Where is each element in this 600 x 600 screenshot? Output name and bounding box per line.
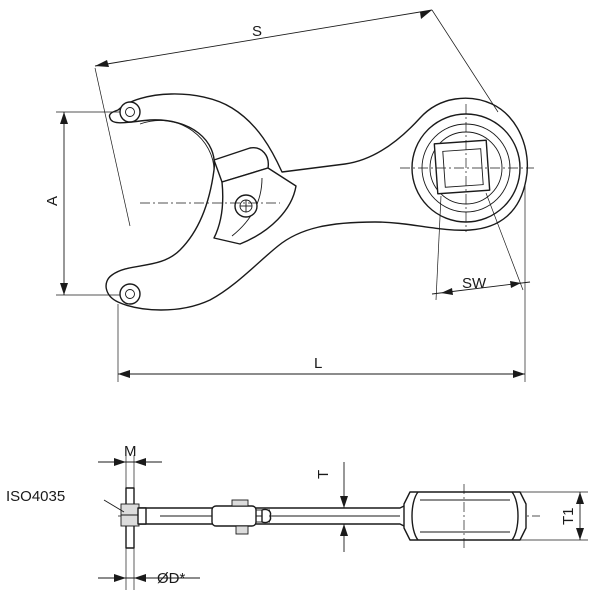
dim-t1: T1	[520, 491, 588, 541]
iso4035-callout: ISO4035	[6, 488, 125, 513]
dim-t-label: T	[315, 470, 332, 479]
dim-l-label: L	[314, 355, 322, 372]
side-pivot-icon	[211, 499, 272, 535]
side-ring-icon	[403, 484, 527, 550]
dim-m-label: M	[124, 443, 137, 460]
dim-d: ØD*	[98, 548, 200, 590]
pivot-screw-icon	[234, 194, 258, 218]
top-view: S A SW L	[44, 9, 534, 382]
bottom-pin-icon	[119, 283, 141, 305]
dim-t1-label: T1	[560, 507, 577, 525]
hook-inner-edge	[139, 120, 215, 173]
dim-sw-label: SW	[462, 275, 487, 292]
dim-s-label: S	[252, 23, 262, 40]
side-view: M ISO4035 ØD* T	[6, 443, 588, 590]
dim-a: A	[44, 111, 120, 296]
dim-sw: SW	[431, 192, 531, 301]
square-drive-ring	[400, 104, 534, 232]
square-drive-icon	[433, 139, 491, 195]
dim-s: S	[94, 9, 499, 227]
dim-d-label: ØD*	[157, 570, 186, 587]
dim-m: M	[98, 443, 162, 500]
dim-t: T	[315, 462, 358, 552]
dim-a-label: A	[44, 196, 61, 206]
top-pin-icon	[119, 101, 141, 123]
dim-l: L	[117, 186, 526, 382]
iso4035-label: ISO4035	[6, 488, 65, 505]
side-pin-icon	[120, 487, 147, 549]
